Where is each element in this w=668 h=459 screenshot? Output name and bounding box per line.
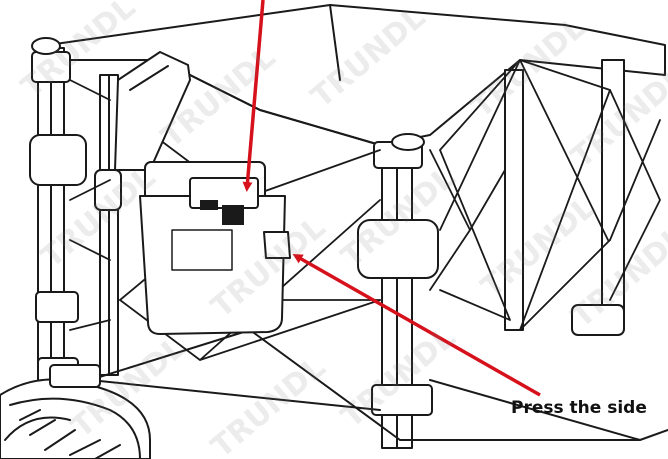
middle-leg: [357, 133, 439, 449]
right-corner-leg: [504, 59, 625, 336]
wagon-top-fabric: [47, 4, 666, 146]
left-front-leg: [29, 37, 87, 389]
accessory-holder: [114, 51, 291, 335]
holder-latch: [263, 231, 291, 259]
red-arrow-down-icon: [242, 0, 265, 192]
front-left-wheel: [0, 364, 151, 459]
red-arrow-left-icon: [292, 254, 541, 397]
callout-press-side-text: Press the side: [511, 398, 647, 418]
left-inner-post: [94, 74, 122, 376]
